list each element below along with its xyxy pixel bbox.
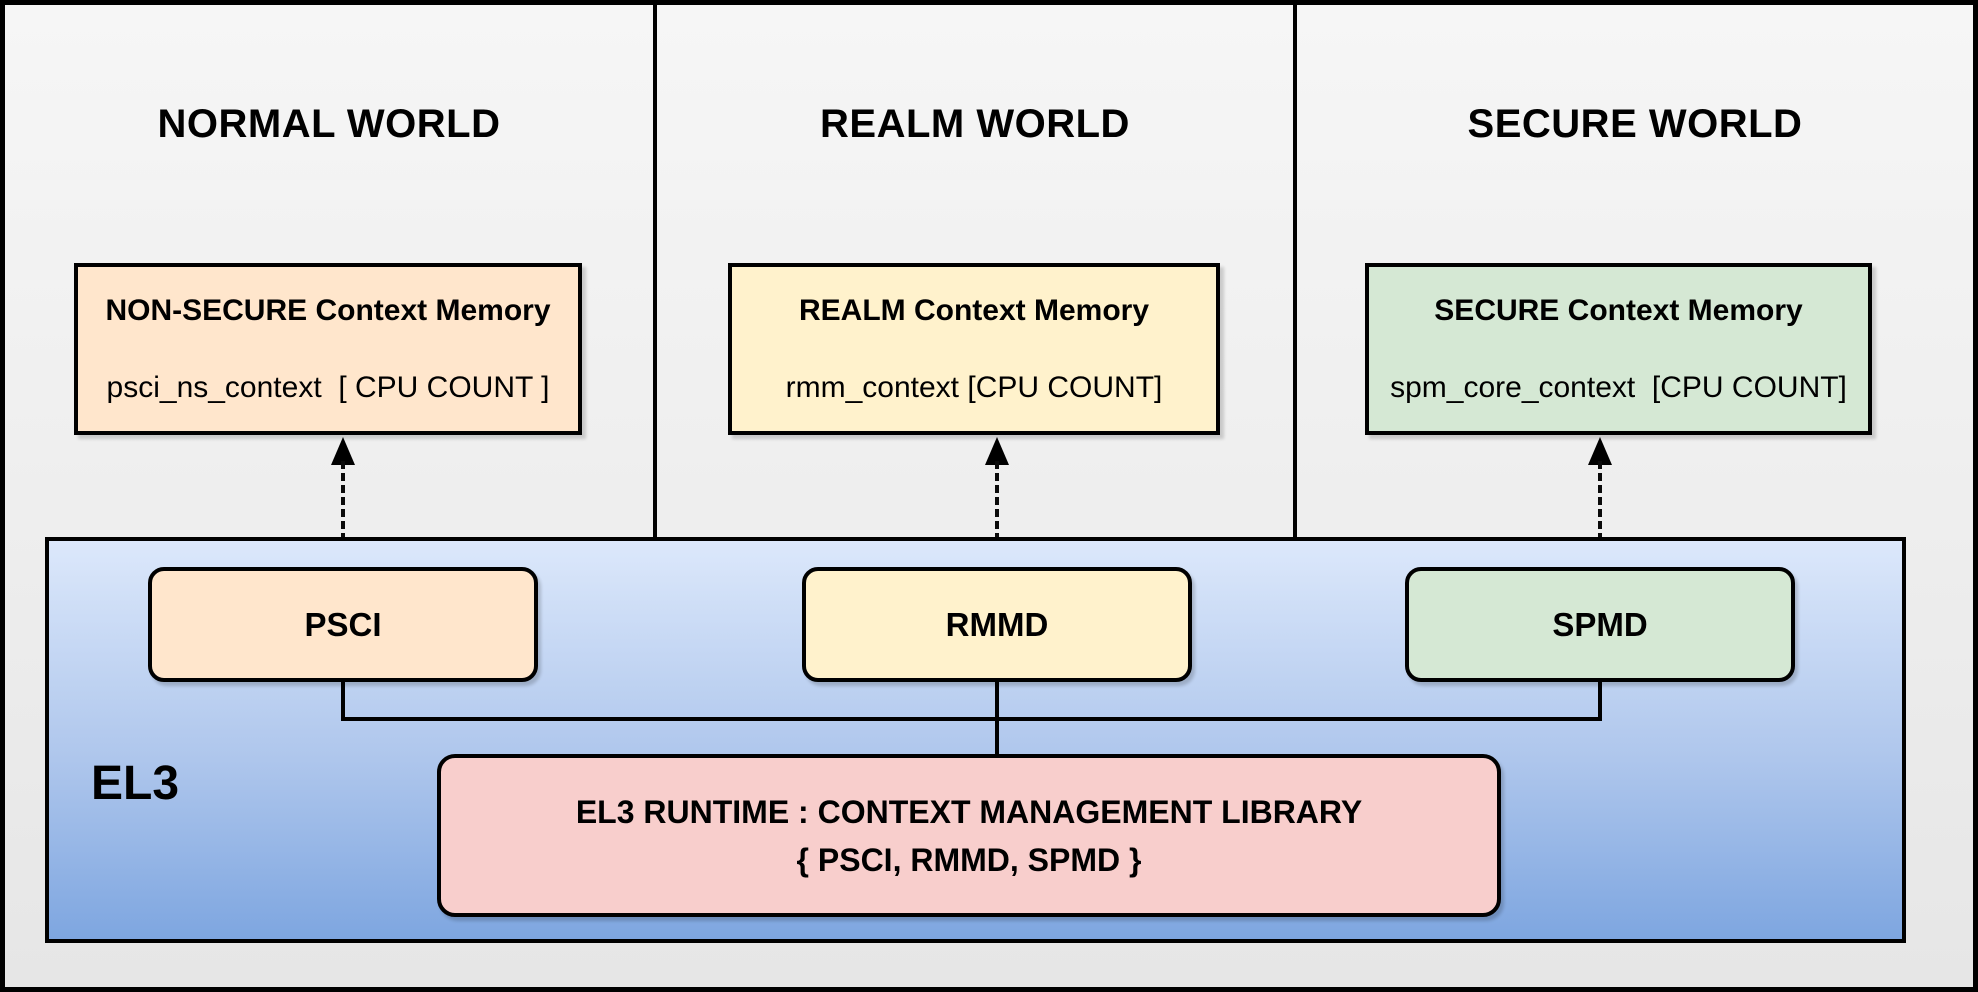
realm-context-memory-variable: rmm_context [CPU COUNT] xyxy=(785,370,1163,404)
arrowhead-up-icon xyxy=(331,437,355,465)
connector-spmd-drop xyxy=(1598,680,1602,721)
normal-world-title: NORMAL WORLD xyxy=(157,102,501,146)
non-secure-context-memory-box: NON-SECURE Context Memory psci_ns_contex… xyxy=(74,263,582,435)
arrowhead-up-icon xyxy=(985,437,1009,465)
psci-box: PSCI xyxy=(148,567,538,682)
non-secure-context-memory-variable: psci_ns_context [ CPU COUNT ] xyxy=(106,370,550,404)
arrowhead-up-icon xyxy=(1588,437,1612,465)
dashed-line xyxy=(995,461,999,541)
realm-context-memory-title: REALM Context Memory xyxy=(798,293,1150,327)
panel-divider-realm-secure xyxy=(1293,0,1297,539)
dashed-line xyxy=(341,461,345,541)
spmd-label: SPMD xyxy=(1552,605,1648,643)
rmmd-label: RMMD xyxy=(945,605,1049,643)
el3-label: EL3 xyxy=(90,757,180,810)
connector-bus xyxy=(341,717,1602,721)
spmd-box: SPMD xyxy=(1405,567,1795,682)
non-secure-context-memory-title: NON-SECURE Context Memory xyxy=(105,293,551,327)
panel-divider-normal-realm xyxy=(653,0,657,539)
secure-context-memory-variable: spm_core_context [CPU COUNT] xyxy=(1390,370,1847,404)
secure-world-title: SECURE WORLD xyxy=(1467,102,1803,146)
realm-context-memory-box: REALM Context Memory rmm_context [CPU CO… xyxy=(728,263,1220,435)
dashed-line xyxy=(1598,461,1602,541)
rmmd-box: RMMD xyxy=(802,567,1192,682)
el3-runtime-box: EL3 RUNTIME : CONTEXT MANAGEMENT LIBRARY… xyxy=(437,754,1501,917)
psci-label: PSCI xyxy=(304,605,382,643)
el3-runtime-line2: { PSCI, RMMD, SPMD } xyxy=(796,841,1142,878)
realm-world-title: REALM WORLD xyxy=(820,102,1130,146)
secure-context-memory-title: SECURE Context Memory xyxy=(1434,293,1803,327)
secure-context-memory-box: SECURE Context Memory spm_core_context [… xyxy=(1365,263,1872,435)
el3-runtime-line1: EL3 RUNTIME : CONTEXT MANAGEMENT LIBRARY xyxy=(575,793,1363,830)
connector-psci-drop xyxy=(341,680,345,721)
